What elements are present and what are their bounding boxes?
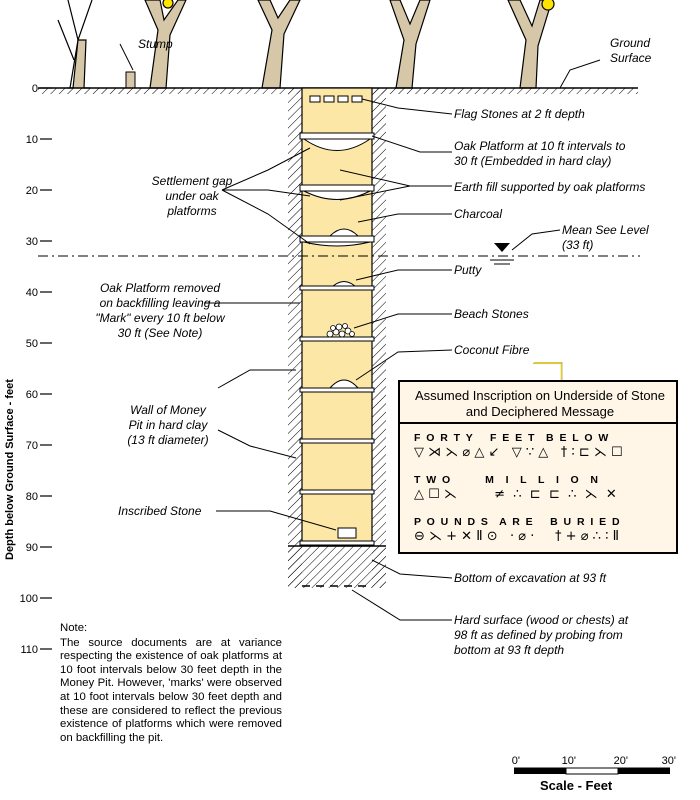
- stump-shape: [125, 71, 136, 89]
- label-settlement-1: Settlement gap: [152, 174, 233, 188]
- sea-level-marker: [494, 243, 510, 252]
- label-removed-4: 30 ft (See Note): [118, 326, 203, 340]
- tree-left-1: [57, 0, 93, 89]
- stump-label: Stump: [138, 37, 173, 51]
- label-removed-1: Oak Platform removed: [100, 281, 220, 295]
- inscription-row-2-glyphs: △ ☐ ⋋ ≠ ∴ ⊏ ⊏ ∴ ⋋ ✕: [414, 487, 617, 502]
- inscription-row-3: P O U N D S A R E B U R I E D ⊖ ⋋ + ✕ Ⅱ …: [414, 516, 672, 545]
- scale-title: Scale - Feet: [540, 778, 613, 793]
- stump-leader: [119, 43, 134, 71]
- ground-surface-leader: [559, 59, 601, 89]
- right-leaders: [339, 98, 453, 621]
- label-msl-2: (33 ft): [562, 238, 593, 252]
- depth-tick-label: 80: [26, 491, 38, 503]
- label-bottom: Bottom of excavation at 93 ft: [454, 571, 607, 585]
- depth-tick-label: 30: [26, 236, 38, 248]
- label-oak-platform-1: Oak Platform at 10 ft intervals to: [454, 139, 626, 153]
- depth-axis: 0 10 20 30 40 50 60 70 80 90 100 110: [20, 83, 52, 656]
- ground-surface-label-2: Surface: [610, 51, 652, 65]
- tree-left-2: [144, 0, 187, 89]
- label-wall-1: Wall of Money: [130, 403, 207, 417]
- beach-stones: [326, 323, 355, 338]
- label-coconut-fibre: Coconut Fibre: [454, 343, 530, 357]
- label-putty: Putty: [454, 263, 482, 277]
- ground-hatch-left: [38, 88, 300, 94]
- label-flag-stones: Flag Stones at 2 ft depth: [454, 107, 585, 121]
- inscription-row-1-glyphs: ▽ ⋊ ⋋ ⌀ △ ↙ ▽ ∵ △ † ∶ ⊏ ⋋ ☐: [414, 445, 623, 460]
- inscription-box: Assumed Inscription on Underside of Ston…: [398, 362, 686, 558]
- label-removed-2: on backfilling leaving a: [100, 296, 221, 310]
- label-wall-2: Pit in hard clay: [129, 418, 209, 432]
- label-hard-3: bottom at 93 ft depth: [454, 643, 564, 657]
- depth-tick-label: 50: [26, 338, 38, 350]
- scale-bar: [514, 767, 670, 775]
- label-msl-1: Mean See Level: [562, 223, 649, 237]
- tree-right-2: [507, 0, 555, 89]
- inscribed-stone-shape: [337, 527, 357, 539]
- label-wall-3: (13 ft diameter): [127, 433, 208, 447]
- inscription-row-3-letters: P O U N D S A R E B U R I E D: [414, 516, 620, 528]
- flag-stones: [309, 95, 363, 103]
- depth-tick-label: 90: [26, 542, 38, 554]
- inscription-row-3-glyphs: ⊖ ⋋ + ✕ Ⅱ ⊙ · ⌀ · † + ⌀ ∴ ∶ Ⅱ: [414, 529, 619, 544]
- note-text: The source documents are at variance res…: [60, 636, 282, 744]
- label-oak-platform-2: 30 ft (Embedded in hard clay): [454, 154, 611, 168]
- label-beach-stones: Beach Stones: [454, 307, 529, 321]
- inscription-divider: [400, 422, 676, 424]
- left-leaders: [204, 147, 337, 531]
- inscription-row-1-letters: F O R T Y F E E T B E L O W: [414, 432, 609, 444]
- note-title: Note:: [60, 622, 88, 634]
- label-settlement-2: under oak: [165, 189, 219, 203]
- ground-hatch-right: [372, 88, 638, 94]
- charcoal-mound: [328, 228, 360, 237]
- depth-tick-label: 70: [26, 440, 38, 452]
- scale-tick-10: 10': [562, 755, 576, 767]
- inscription-box-face: Assumed Inscription on Underside of Ston…: [398, 380, 678, 554]
- pit-bottom-hatch: [288, 546, 386, 588]
- depth-tick-label: 40: [26, 287, 38, 299]
- depth-tick-label: 20: [26, 185, 38, 197]
- note-block: Note: The source documents are at varian…: [60, 622, 282, 745]
- label-removed-3: "Mark" every 10 ft below: [95, 311, 226, 325]
- depth-tick-label: 100: [20, 593, 38, 605]
- label-settlement-3: platforms: [166, 204, 216, 218]
- label-earth-fill: Earth fill supported by oak platforms: [454, 180, 645, 194]
- oak-platforms: [299, 132, 375, 247]
- scale-tick-30: 30': [662, 755, 676, 767]
- depth-tick-label: 0: [32, 83, 38, 95]
- tree-right-1: [389, 0, 431, 89]
- depth-tick-label: 110: [20, 644, 38, 656]
- label-hard-2: 98 ft as defined by probing from: [454, 628, 623, 642]
- msl-leader: [511, 229, 561, 251]
- depth-tick-label: 10: [26, 134, 38, 146]
- inscription-title: Assumed Inscription on Underside of Ston…: [414, 388, 666, 419]
- pit-wall-left: [288, 88, 302, 588]
- scale-tick-0: 0': [512, 755, 520, 767]
- label-charcoal: Charcoal: [454, 207, 502, 221]
- inscription-row-1: F O R T Y F E E T B E L O W ▽ ⋊ ⋋ ⌀ △ ↙ …: [414, 432, 672, 461]
- depth-axis-title: Depth below Ground Surface - feet: [4, 379, 16, 560]
- ground-surface-label-1: Ground: [610, 36, 650, 50]
- label-hard-1: Hard surface (wood or chests) at: [454, 613, 629, 627]
- tree-center: [257, 0, 301, 89]
- label-inscribed-stone: Inscribed Stone: [118, 504, 202, 518]
- platform-marks: [299, 285, 375, 546]
- pit-fill: [301, 87, 373, 547]
- depth-tick-label: 60: [26, 389, 38, 401]
- inscription-row-2-letters: T W O M I L L I O N: [414, 474, 598, 486]
- inscription-row-2: T W O M I L L I O N △ ☐ ⋋ ≠ ∴ ⊏ ⊏ ∴ ⋋ ✕: [414, 474, 672, 503]
- pit-wall-right: [372, 88, 386, 588]
- scale-tick-20: 20': [614, 755, 628, 767]
